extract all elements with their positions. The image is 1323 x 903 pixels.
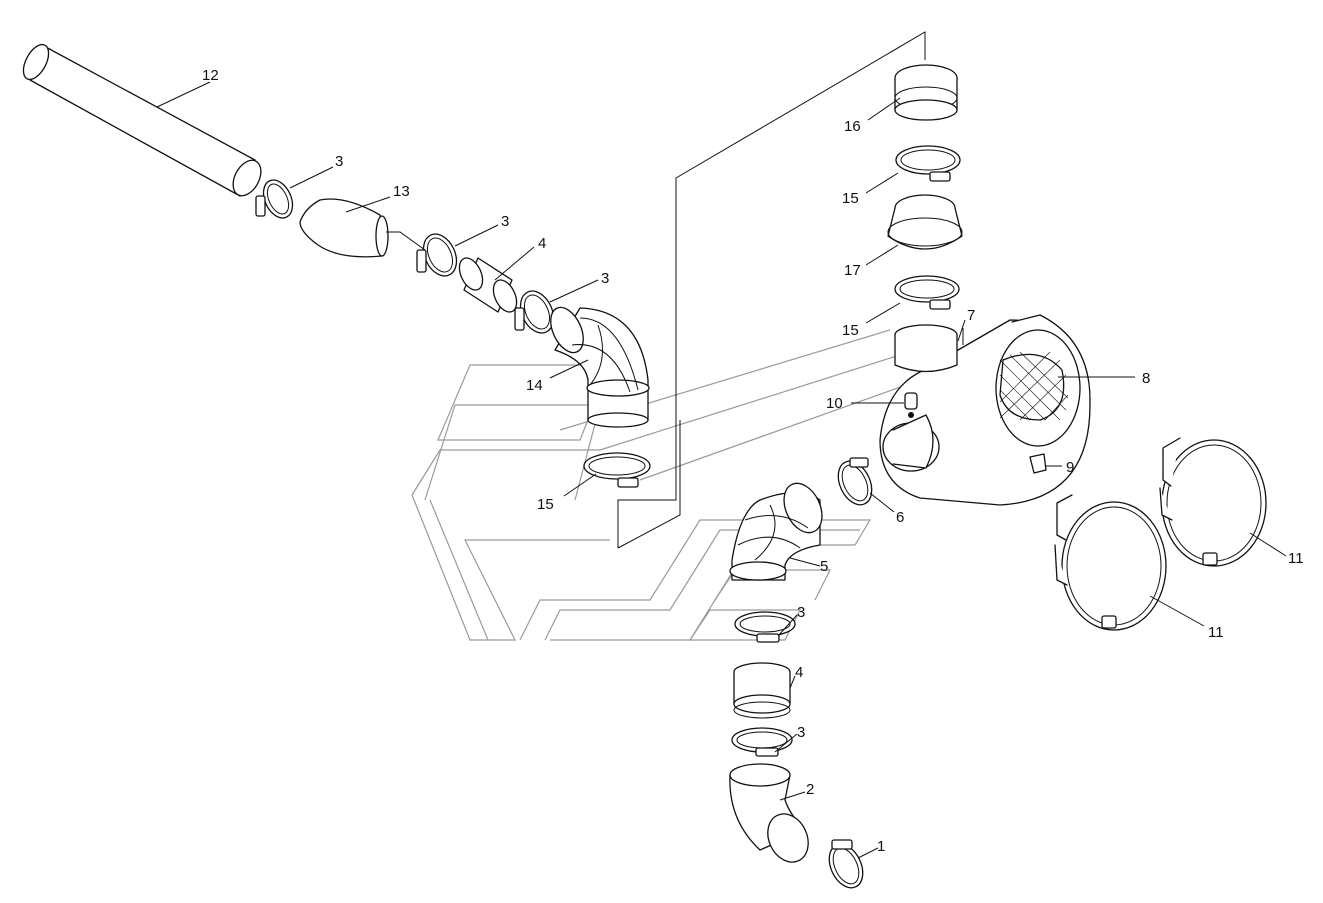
callout-3: 3: [601, 270, 609, 287]
callout-2: 2: [806, 781, 814, 798]
callout-3: 3: [501, 213, 509, 230]
dust-valve: [1029, 453, 1047, 474]
callout-12: 12: [202, 67, 219, 84]
callout-6: 6: [896, 509, 904, 526]
callout-9: 9: [1066, 459, 1074, 476]
hose-clamp: [416, 233, 458, 277]
connector-outline: [617, 31, 926, 548]
callout-10: 10: [826, 395, 843, 412]
callout-15: 15: [842, 190, 859, 207]
air-cleaner-housing: [879, 314, 1091, 506]
restriction-indicator: [904, 392, 918, 418]
callout-17: 17: [844, 262, 861, 279]
hose-clamp: [837, 457, 873, 506]
callout-3: 3: [797, 724, 805, 741]
callout-5: 5: [820, 558, 828, 575]
hose-clamp-large: [894, 275, 960, 310]
coupling-sleeve: [733, 662, 791, 719]
coupling-sleeve: [458, 257, 518, 313]
reducer-sleeve: [887, 194, 963, 250]
callout-8: 8: [1142, 370, 1150, 387]
hose-clamp: [731, 727, 793, 757]
elbow-lower: [729, 482, 823, 581]
callout-16: 16: [844, 118, 861, 135]
connector-outline-lower: [617, 420, 681, 549]
callout-3: 3: [797, 604, 805, 621]
callout-3: 3: [335, 153, 343, 170]
callout-7: 7: [967, 307, 975, 324]
hose-clamp: [255, 179, 294, 219]
callout-15: 15: [537, 496, 554, 513]
callout-4: 4: [795, 664, 803, 681]
callout-leaders: [156, 81, 1287, 859]
bent-hose: [299, 198, 389, 258]
callout-4: 4: [538, 235, 546, 252]
callout-11: 11: [1288, 550, 1304, 567]
elbow-bottom: [729, 763, 809, 863]
callout-14: 14: [526, 377, 543, 394]
hose-clamp: [828, 839, 864, 889]
hose-clamp-large: [895, 145, 961, 182]
hose-clamp-large: [583, 452, 651, 488]
callout-11: 11: [1208, 624, 1224, 641]
rain-cap: [894, 64, 958, 121]
hose-clamp: [734, 611, 796, 643]
elbow-upper: [550, 306, 650, 428]
intake-pipe: [22, 43, 262, 197]
mounting-band: [1054, 494, 1167, 631]
hose-clamp: [514, 290, 555, 334]
callout-15: 15: [842, 322, 859, 339]
mounting-band: [1159, 437, 1267, 567]
callout-13: 13: [393, 183, 410, 200]
callout-1: 1: [877, 838, 885, 855]
